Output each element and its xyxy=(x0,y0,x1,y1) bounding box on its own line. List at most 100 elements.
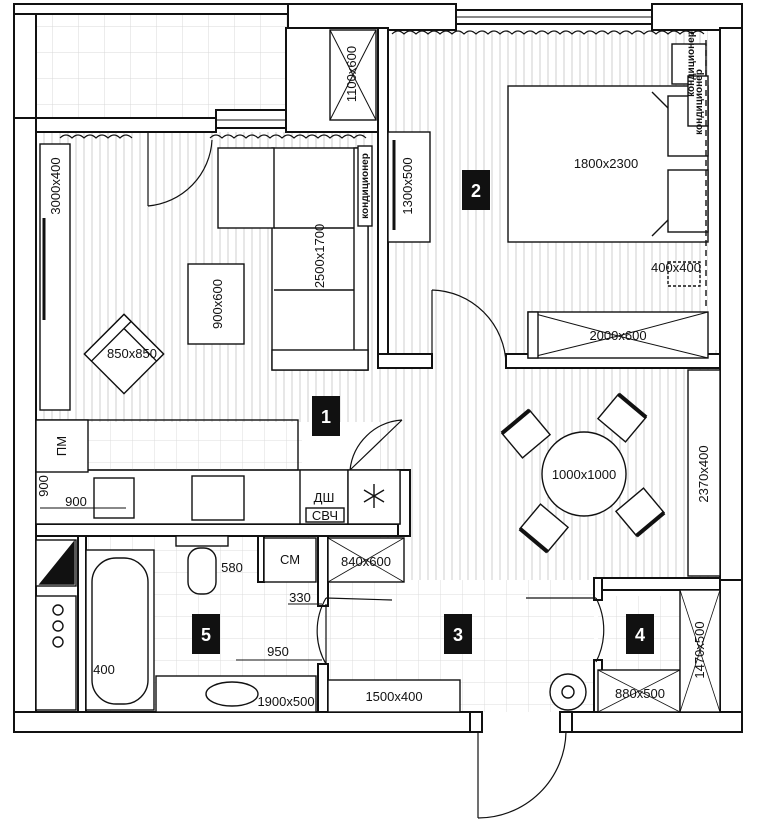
wall-left xyxy=(13,117,37,731)
label-shoe-cabinet: 880x500 xyxy=(615,686,665,701)
bathroom-furniture xyxy=(35,535,405,713)
label-toilet-dim: 580 xyxy=(221,560,243,575)
label-sink-cabinet: 1900x500 xyxy=(257,694,314,709)
wall-living-bedroom xyxy=(377,27,389,369)
nightstand xyxy=(667,261,701,287)
room-number-1: 1 xyxy=(321,407,331,427)
wall-bath-right xyxy=(317,535,329,607)
storage-840-cross xyxy=(327,537,405,583)
sofa-arm xyxy=(271,349,369,371)
label-kitchen-side: 2370x400 xyxy=(696,445,711,502)
label-ac-bedroom: кондиционер xyxy=(686,31,697,97)
curtains xyxy=(59,30,705,139)
label-rug: 900x600 xyxy=(210,279,225,329)
shelf-knob-3 xyxy=(52,636,64,648)
curtain-living-left xyxy=(59,134,133,139)
room-number-2: 2 xyxy=(471,181,481,201)
hall-wardrobe-cross xyxy=(679,589,721,713)
wall-bottom-left xyxy=(13,711,477,733)
wall-living-top xyxy=(35,117,217,133)
living-window xyxy=(215,109,287,129)
wall-washer xyxy=(257,535,265,583)
label-ac-living: кондиционер xyxy=(360,153,371,219)
label-pm: ПМ xyxy=(54,436,69,456)
sofa-chaise xyxy=(217,147,275,229)
wall-bath-left xyxy=(77,535,87,713)
ac-unit-bedroom-2 xyxy=(687,75,709,127)
wardrobe-bedroom-cross xyxy=(527,311,709,359)
label-bed: 1800x2300 xyxy=(574,156,638,171)
bed-blanket-fold xyxy=(651,91,669,237)
shelf-knob-2 xyxy=(52,620,64,632)
balcony-wall-top xyxy=(13,3,291,15)
stove xyxy=(191,475,245,521)
bathroom-door xyxy=(316,597,393,665)
label-wardrobe-bedroom: 2000x600 xyxy=(589,328,646,343)
utility-box-triangle xyxy=(38,540,75,585)
room-number-3: 3 xyxy=(453,625,463,645)
curtain-bedroom xyxy=(391,30,705,35)
wardrobe-bedroom-side xyxy=(527,311,539,359)
window-details xyxy=(216,16,652,121)
label-armchair: 850x850 xyxy=(107,346,157,361)
label-wardrobe-living: 3000x400 xyxy=(48,157,63,214)
room-badge-5: 5 xyxy=(192,614,220,654)
sink-bowl xyxy=(205,681,259,707)
toilet xyxy=(187,547,217,595)
hall-furniture xyxy=(327,589,721,713)
chair-sw xyxy=(518,503,570,554)
bedroom-furniture xyxy=(329,29,709,359)
room-number-4: 4 xyxy=(635,625,645,645)
washer xyxy=(263,537,317,583)
balcony-floor xyxy=(36,14,288,118)
wall-kitchen-bottom xyxy=(35,523,409,537)
wall-top-left xyxy=(287,3,457,31)
curtain-living-right xyxy=(209,134,367,139)
dimension-labels: 3000x400 900x600 850x850 2500x1700 конди… xyxy=(36,31,711,709)
room-badge-3: 3 xyxy=(444,614,472,654)
nightstand-top-cross xyxy=(329,29,377,121)
label-kitchen-900-h: 900 xyxy=(65,494,87,509)
wall-closet-left xyxy=(593,577,603,601)
label-dw: ДШ xyxy=(314,490,335,505)
room-badges: 1 2 3 4 5 xyxy=(192,170,654,654)
label-bath-length: 950 xyxy=(267,644,289,659)
room-badge-4: 4 xyxy=(626,614,654,654)
fridge-star xyxy=(363,484,385,508)
hall-bench xyxy=(327,679,461,713)
entrance-frame-left xyxy=(469,711,483,733)
label-microwave: СВЧ xyxy=(312,508,338,523)
wall-right xyxy=(719,27,743,581)
wall-right-lower xyxy=(719,579,743,731)
rug xyxy=(187,263,245,345)
label-kitchen-900-v: 900 xyxy=(36,475,51,497)
dining-table xyxy=(541,431,627,517)
entrance-frame-right xyxy=(559,711,573,733)
kitchen-furniture xyxy=(35,419,401,525)
shoe-cabinet-cross xyxy=(597,669,681,713)
label-nightstand: 400x400 xyxy=(651,260,701,275)
kitchen-side-cabinet xyxy=(687,369,721,577)
kitchen-door xyxy=(349,419,403,471)
bathtub-inner xyxy=(91,557,149,705)
room-badge-2: 2 xyxy=(462,170,490,210)
label-nightstand-top: 1100x600 xyxy=(344,46,359,102)
label-washer: СМ xyxy=(280,552,300,567)
wall-top-right xyxy=(651,3,743,31)
bedroom-door xyxy=(431,289,507,366)
label-door-dim: 330 xyxy=(289,590,311,605)
wall-bedroom-bottom-left xyxy=(377,353,433,369)
pillow-2 xyxy=(667,169,709,233)
closet-door xyxy=(526,597,605,663)
label-desk: 1300x500 xyxy=(400,157,415,214)
chair-nw xyxy=(500,408,552,459)
wall-closet-top xyxy=(593,577,721,591)
walls xyxy=(13,3,743,733)
sink-basin xyxy=(93,477,135,519)
label-ac-bedroom-2: кондиционер xyxy=(694,69,705,135)
label-bath-dim: 400 xyxy=(93,662,115,677)
entrance-door xyxy=(477,731,567,819)
wall-bath-right-lower xyxy=(317,663,329,713)
dining-furniture xyxy=(500,369,721,577)
